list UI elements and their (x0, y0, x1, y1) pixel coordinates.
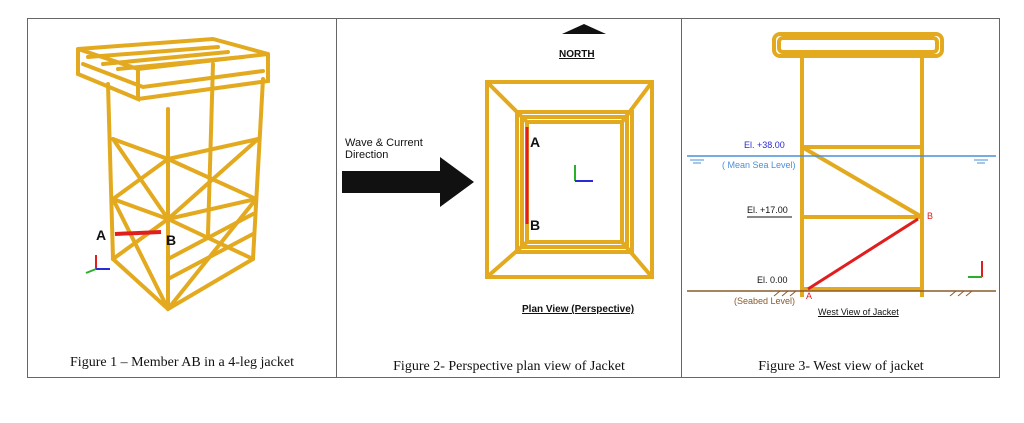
plan-view-label: Plan View (Perspective) (522, 304, 635, 315)
point-b-label: B (927, 211, 934, 221)
wave-label-line2: Direction (345, 149, 389, 161)
wave-label-line1: Wave & Current (345, 137, 423, 149)
figure3-panel: El. +38.00 ( Mean Sea Level) El. +17.00 … (682, 19, 1000, 377)
axis-triad-icon (574, 165, 593, 182)
west-view-drawing (687, 32, 996, 297)
panel-divider (336, 19, 337, 377)
point-a-label: A (96, 227, 107, 243)
jacket-3d-drawing (76, 36, 270, 312)
axis-triad-icon (968, 261, 983, 278)
north-label: NORTH (559, 49, 595, 60)
plan-view-drawing (342, 24, 654, 279)
north-arrow-icon (562, 24, 606, 34)
figure2-caption: Figure 2- Perspective plan view of Jacke… (393, 359, 625, 374)
member-ab-highlight (114, 230, 162, 236)
panel-divider (681, 19, 682, 377)
figure1-panel: A B Figure 1 – Member AB in a 4-leg jack… (28, 19, 336, 377)
elev-top-label: El. +38.00 (744, 140, 785, 150)
figure-frame: A B Figure 1 – Member AB in a 4-leg jack… (27, 18, 1000, 378)
elev-bottom-label: El. 0.00 (757, 275, 788, 285)
figure3-caption: Figure 3- West view of jacket (758, 359, 924, 374)
axis-triad-icon (85, 255, 110, 274)
elev-mid-label: El. +17.00 (747, 205, 788, 215)
west-view-label: West View of Jacket (818, 307, 899, 317)
member-ab-highlight (807, 217, 919, 291)
figure1-caption: Figure 1 – Member AB in a 4-leg jacket (70, 355, 294, 370)
seabed-label: (Seabed Level) (734, 296, 796, 306)
jacket-members (76, 36, 270, 312)
wave-direction-arrow-icon (342, 157, 474, 207)
water-symbol-icon (690, 159, 988, 164)
point-a-label: A (806, 291, 813, 301)
figure2-panel: NORTH Wave & Current Direction A B Plan … (337, 19, 681, 377)
point-b-label: B (530, 217, 541, 233)
plan-members (485, 80, 654, 279)
msl-label: ( Mean Sea Level) (722, 160, 796, 170)
point-a-label: A (530, 134, 541, 150)
wave-direction-label: Wave & Current Direction (345, 137, 423, 161)
west-members (772, 32, 944, 297)
seabed-hatch-icon (773, 290, 973, 297)
point-b-label: B (166, 232, 177, 248)
